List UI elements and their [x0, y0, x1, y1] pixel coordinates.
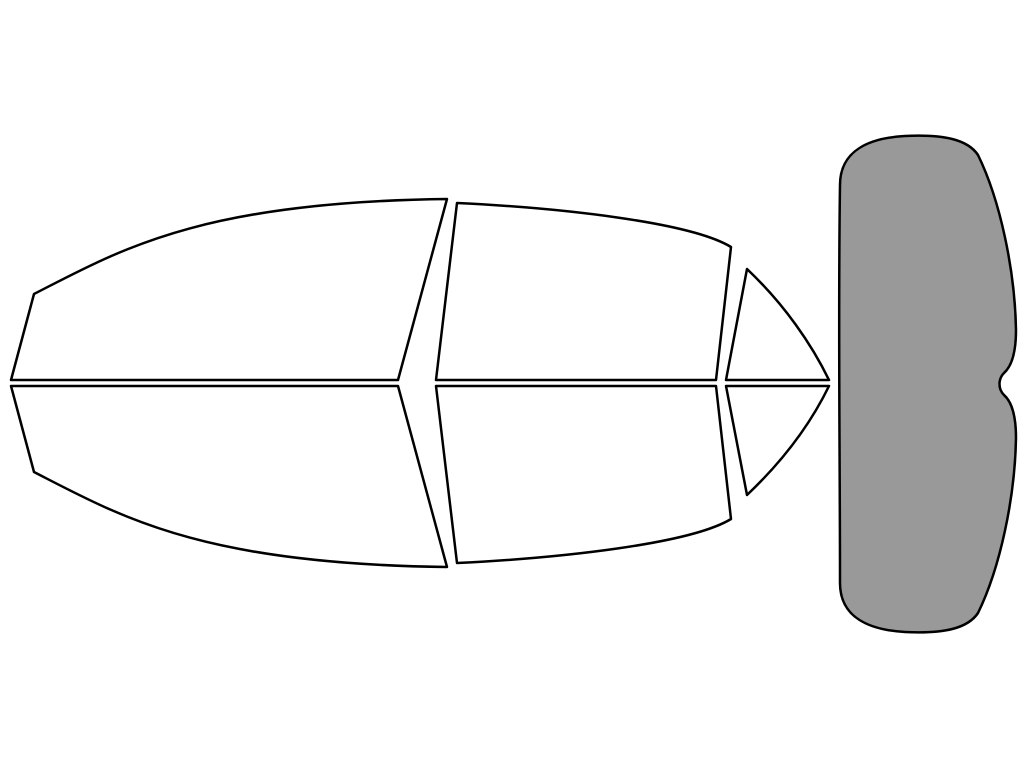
rear-windshield[interactable] — [837, 134, 1018, 634]
front-door-window-bottom[interactable] — [9, 384, 449, 569]
quarter-window-bottom[interactable] — [724, 384, 831, 497]
front-door-window-top[interactable] — [9, 197, 449, 382]
quarter-window-top[interactable] — [724, 267, 831, 382]
rear-door-window-top[interactable] — [434, 201, 733, 382]
rear-door-window-bottom[interactable] — [434, 384, 733, 565]
